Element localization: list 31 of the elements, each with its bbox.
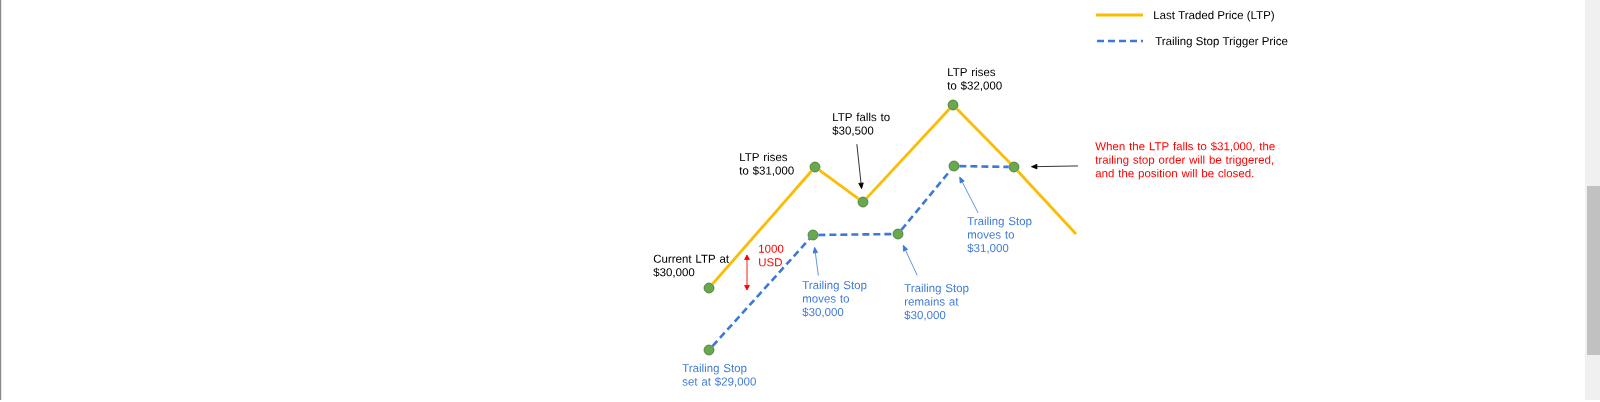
dashed-line-segment [959,164,1009,169]
legend-label: Trailing Stop Trigger Price [1155,36,1288,48]
line-segment [955,107,1012,165]
leader-arrow [856,143,864,190]
line-segment [711,170,813,285]
leader-arrow [959,176,979,214]
data-point [857,196,869,208]
annotation-text: Trailing Stop remains at $30,000 [904,283,969,321]
point-label: Trailing Stop set at $29,000 [682,363,756,387]
annotation-text: When the LTP falls to $31,000, the trailing stop order will be triggered, and the position will be closed. [1095,141,1275,180]
annotation-text: Trailing Stop moves to $30,000 [802,280,867,318]
data-point [1008,161,1020,173]
leader-arrow [902,244,918,276]
dashed-line-segment [900,169,952,231]
line-segment [865,107,951,200]
leader-arrow [812,246,819,276]
dashed-line-segment [818,232,893,237]
annotation-text: Trailing Stop moves to $31,000 [967,216,1032,254]
line-segment [818,169,860,200]
data-point [948,160,960,172]
data-point [892,228,904,240]
point-label: LTP rises to $32,000 [947,67,1002,91]
annotation-text: LTP falls to $30,500 [832,112,890,136]
leader-arrow [1031,163,1079,170]
line-segment [1016,170,1078,235]
dashed-line-segment [711,238,811,347]
data-point [807,229,819,241]
point-label: LTP rises to $31,000 [739,152,794,176]
legend-label: Last Traded Price (LTP) [1154,10,1274,22]
dimension-label: 1000 USD [759,244,784,267]
point-label: Current LTP at $30,000 [653,254,729,278]
